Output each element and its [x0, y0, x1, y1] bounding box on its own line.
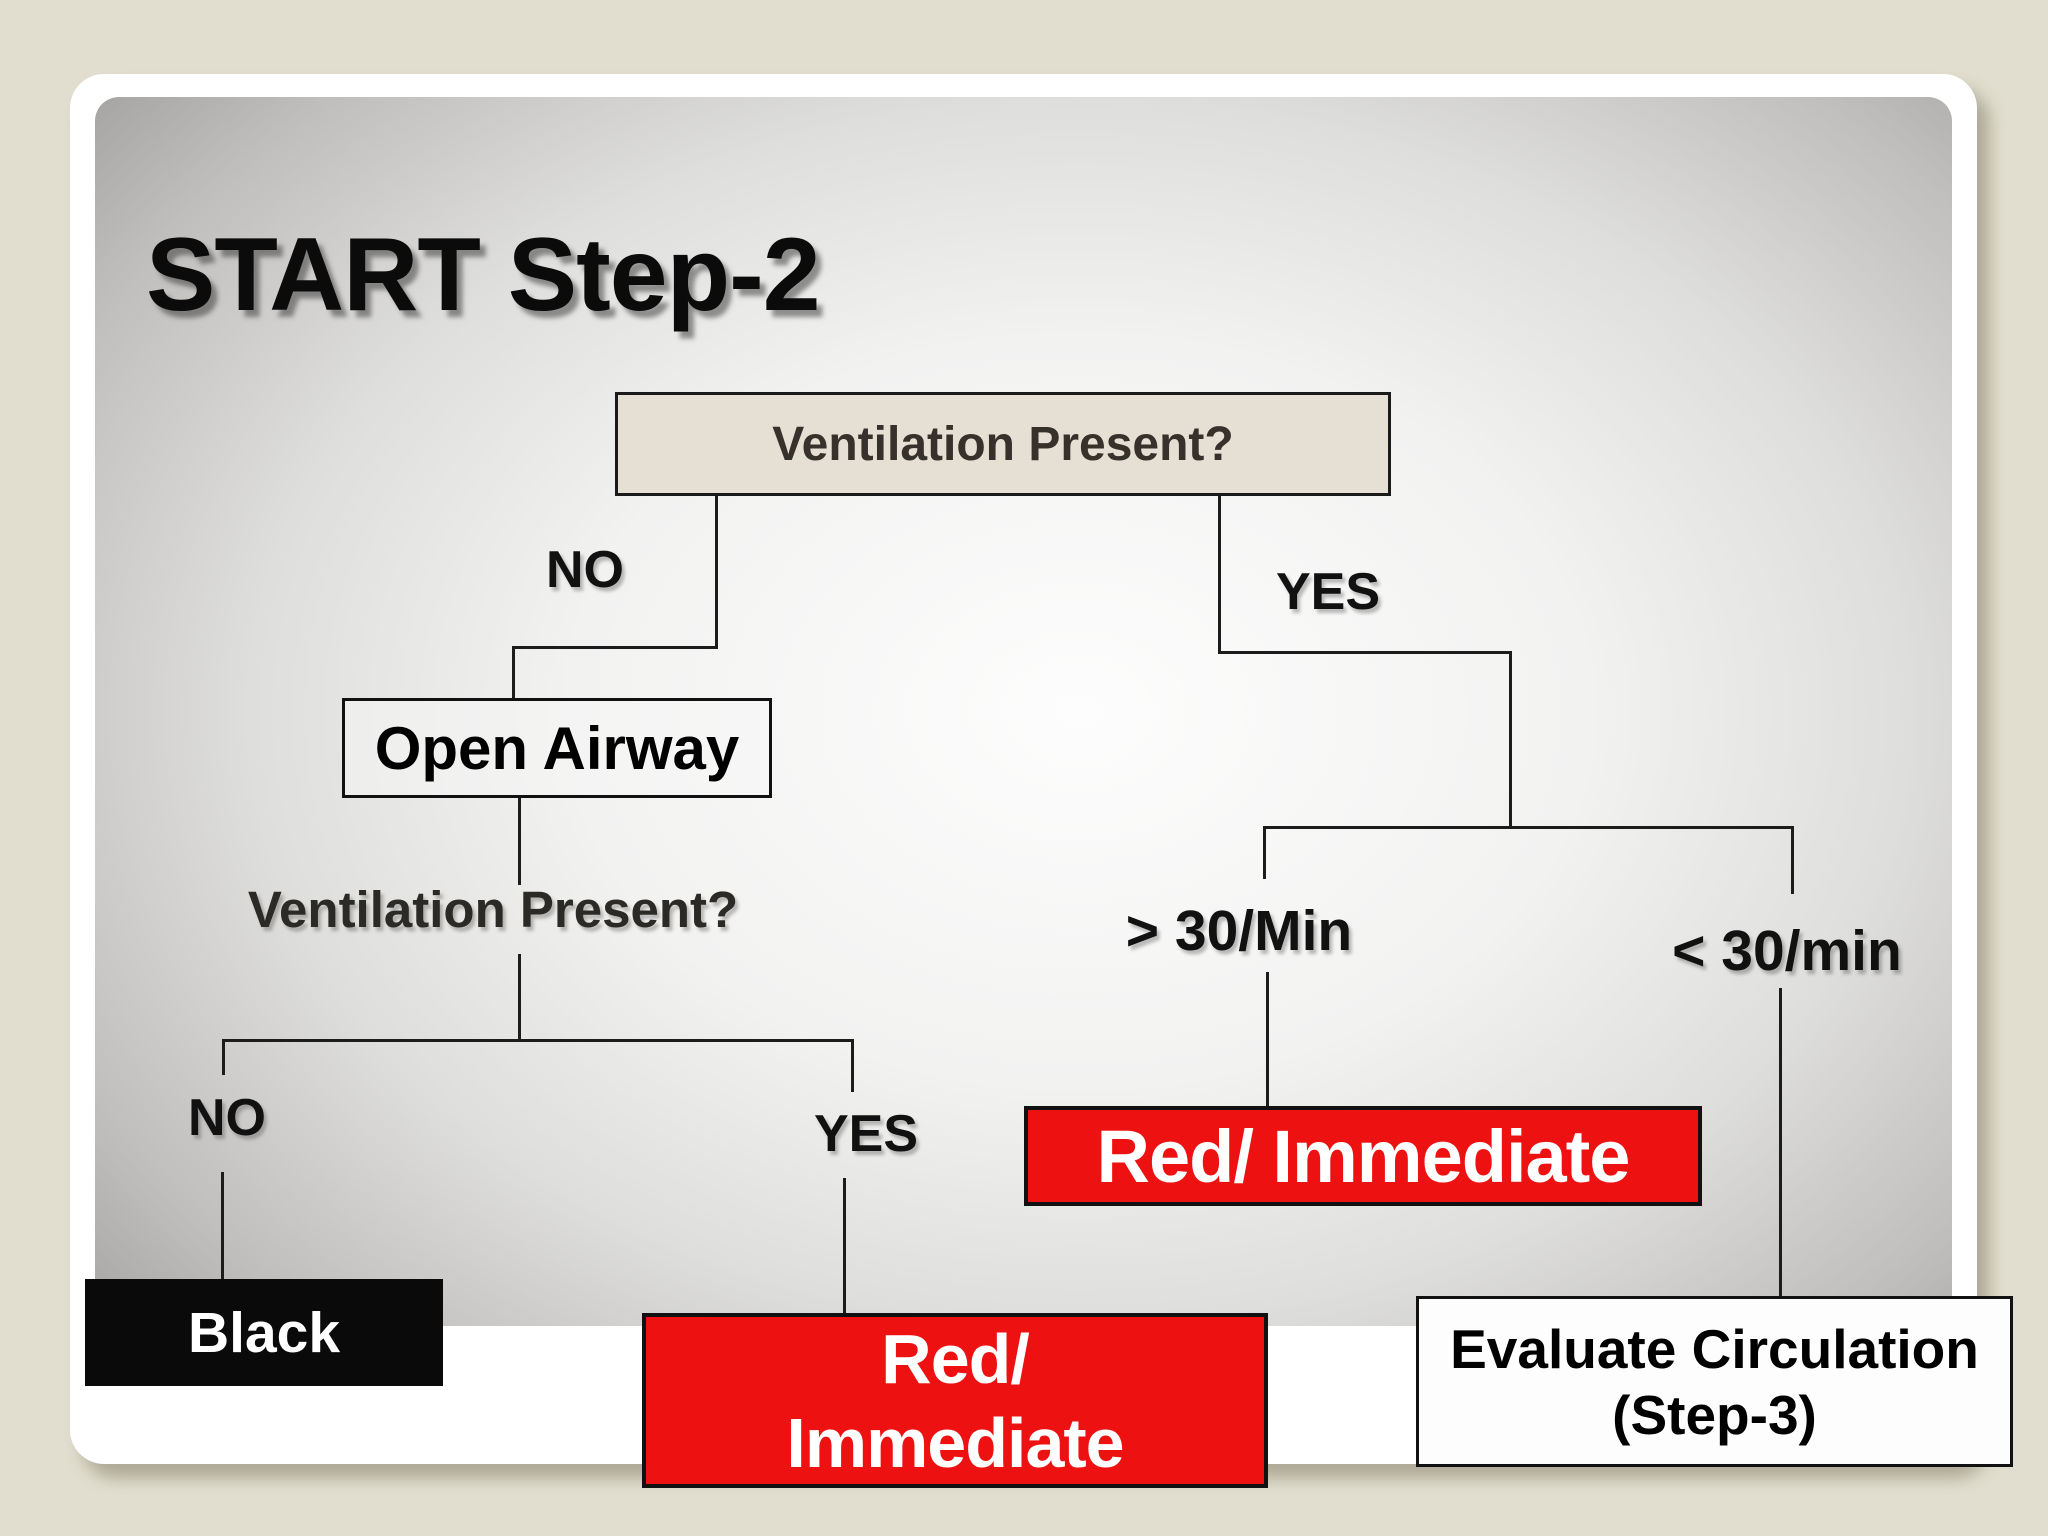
connector-line — [1509, 651, 1512, 829]
label-ventilation-present-2: Ventilation Present? — [247, 881, 739, 938]
connector-line — [222, 1039, 225, 1075]
connector-line — [1779, 988, 1782, 1298]
node-black-label: Black — [187, 1300, 341, 1365]
connector-line — [512, 646, 515, 700]
node-red-immediate-right-label: Red/ Immediate — [1096, 1114, 1631, 1198]
node-evaluate-circulation-line2: (Step-3) — [1612, 1383, 1817, 1446]
edge-label-yes-2: YES — [813, 1105, 919, 1163]
node-red-immediate-bottom-line2: Immediate — [786, 1403, 1124, 1482]
edge-label-no-2: NO — [188, 1089, 266, 1147]
connector-line — [1263, 826, 1794, 829]
edge-label-no-1: NO — [546, 541, 624, 599]
node-red-immediate-bottom: Red/ Immediate — [642, 1313, 1268, 1488]
node-red-immediate-bottom-line1: Red/ — [881, 1319, 1030, 1398]
node-ventilation-present: Ventilation Present? — [615, 392, 1391, 496]
connector-line — [1266, 972, 1269, 1108]
connector-line — [518, 954, 521, 1042]
connector-line — [221, 1172, 224, 1280]
connector-line — [518, 795, 521, 885]
edge-label-rate-low: < 30/min — [1672, 919, 1902, 983]
node-black: Black — [85, 1279, 443, 1386]
connector-line — [1791, 826, 1794, 894]
edge-label-rate-high: > 30/Min — [1125, 899, 1353, 963]
connector-line — [1218, 651, 1512, 654]
connector-line — [843, 1178, 846, 1315]
node-red-immediate-right: Red/ Immediate — [1024, 1106, 1702, 1206]
node-open-airway: Open Airway — [342, 698, 772, 798]
connector-line — [715, 496, 718, 649]
connector-line — [1218, 496, 1221, 654]
node-evaluate-circulation-line1: Evaluate Circulation — [1450, 1317, 1979, 1380]
node-ventilation-present-label: Ventilation Present? — [772, 417, 1234, 471]
connector-line — [222, 1039, 854, 1042]
connector-line — [512, 646, 718, 649]
node-evaluate-circulation: Evaluate Circulation (Step-3) — [1416, 1296, 2013, 1467]
node-open-airway-label: Open Airway — [374, 714, 740, 782]
connector-line — [1263, 826, 1266, 879]
slide-title: START Step-2 — [146, 217, 821, 333]
edge-label-yes-1: YES — [1275, 563, 1381, 621]
connector-line — [851, 1039, 854, 1092]
